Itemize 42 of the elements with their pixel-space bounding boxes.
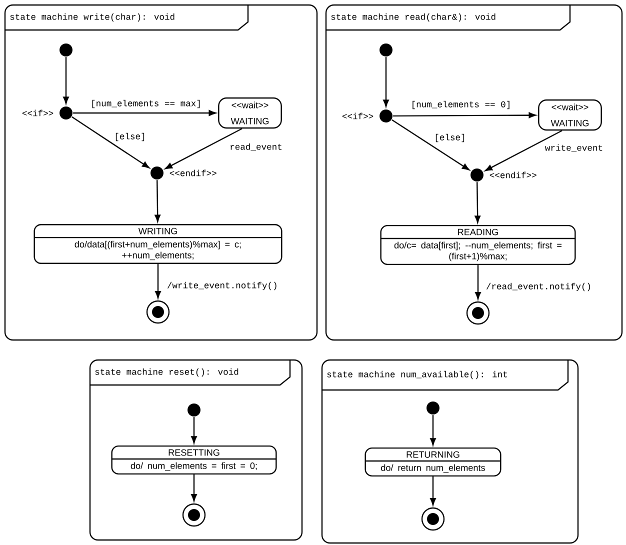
edge-label: [else] [432,132,468,144]
edge-label: /write_event.notify() [166,280,280,292]
stereotype-label: <<endif>> [170,170,216,176]
stereotype-label: <<if>> [342,112,374,120]
state-box: RESETTING do/ num_elements = first = 0; [111,445,277,475]
edge-label: write_event [544,143,604,153]
pseudostate-dot [188,404,200,416]
transition-arrow [155,264,161,298]
edge-label: [num_elements == 0] [410,100,512,110]
transition-arrow [191,474,197,502]
transition-arrow [475,265,481,300]
transition-arrow [392,119,470,170]
stereotype-label: <<endif>> [490,172,536,178]
final-state [182,503,206,527]
transition-arrow [484,130,562,172]
pseudostate-dot [426,402,440,414]
transition-arrow [430,415,436,446]
transition-arrow [72,116,150,168]
final-state [421,507,445,531]
transition-arrow [430,476,436,506]
final-state [146,300,170,324]
stereotype-label: <<if>> [22,110,54,116]
final-state [466,301,490,325]
transition-arrow [63,57,69,104]
edge-label: [else] [112,132,148,142]
edge-label: read_event [228,142,284,152]
edge-label: [num_elements == max] [89,98,203,110]
state-box: WRITING do/data[(first+num_elements)%max] = c; ++num_elements; [34,224,282,264]
pseudostate-dot [60,44,72,56]
transition-arrow [154,180,160,222]
edge-label: /read_event.notify() [484,282,593,292]
state-box: READING do/c= data[first]; --num_elements; first = (first+1)%max; [380,224,576,266]
state-box: <<wait>> WAITING [218,97,282,129]
transition-arrow [393,112,536,118]
transition-arrow [383,57,389,107]
state-box: <<wait>> WAITING [538,99,602,131]
transition-arrow [73,110,216,116]
state-box: RETURNING do/ return num_elements [364,447,502,477]
transition-arrow [474,182,480,223]
pseudostate-dot [380,44,392,56]
transition-arrow [191,417,197,444]
transition-arrow [165,128,242,170]
